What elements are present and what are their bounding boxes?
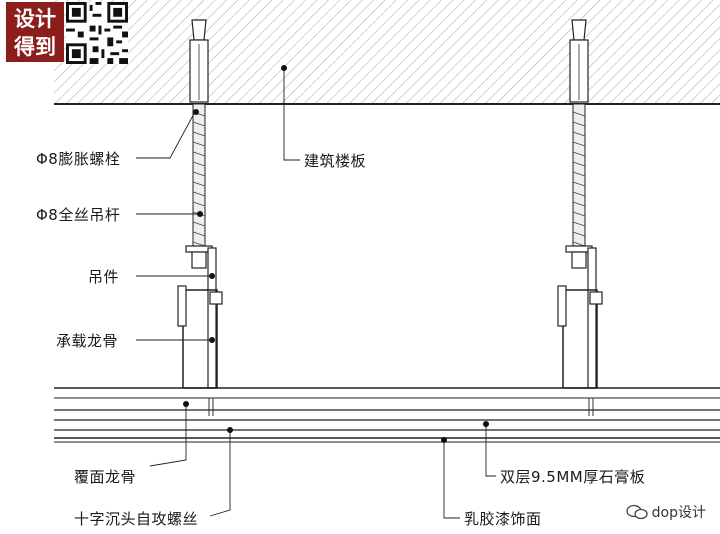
wechat-icon bbox=[626, 504, 648, 520]
leader-lines bbox=[136, 70, 496, 519]
label-cover-keel: 覆面龙骨 bbox=[74, 468, 137, 486]
label-threaded-rod: Φ8全丝吊杆 bbox=[36, 206, 121, 224]
watermark-text: dop设计 bbox=[651, 505, 706, 521]
logo: 设计 得到 bbox=[0, 0, 132, 68]
qr-code-icon bbox=[66, 2, 128, 64]
label-main-keel: 承载龙骨 bbox=[56, 332, 119, 350]
hanger-assembly-right bbox=[557, 19, 603, 389]
label-floor-slab: 建筑楼板 bbox=[304, 152, 367, 170]
logo-line-2: 得到 bbox=[14, 35, 56, 59]
ceiling-layers bbox=[54, 387, 720, 443]
logo-mark: 设计 得到 bbox=[6, 2, 64, 62]
watermark: dop设计 bbox=[626, 502, 706, 522]
hanger-assembly-left bbox=[177, 19, 223, 389]
label-hanger: 吊件 bbox=[88, 268, 120, 286]
floor-slab bbox=[54, 0, 720, 104]
label-expansion-bolt: Φ8膨胀螺栓 bbox=[36, 150, 121, 168]
logo-line-1: 设计 bbox=[14, 7, 56, 31]
label-screw: 十字沉头自攻螺丝 bbox=[74, 510, 199, 528]
label-gypsum-board: 双层9.5MM厚石膏板 bbox=[500, 468, 646, 486]
label-latex-paint: 乳胶漆饰面 bbox=[464, 510, 542, 528]
